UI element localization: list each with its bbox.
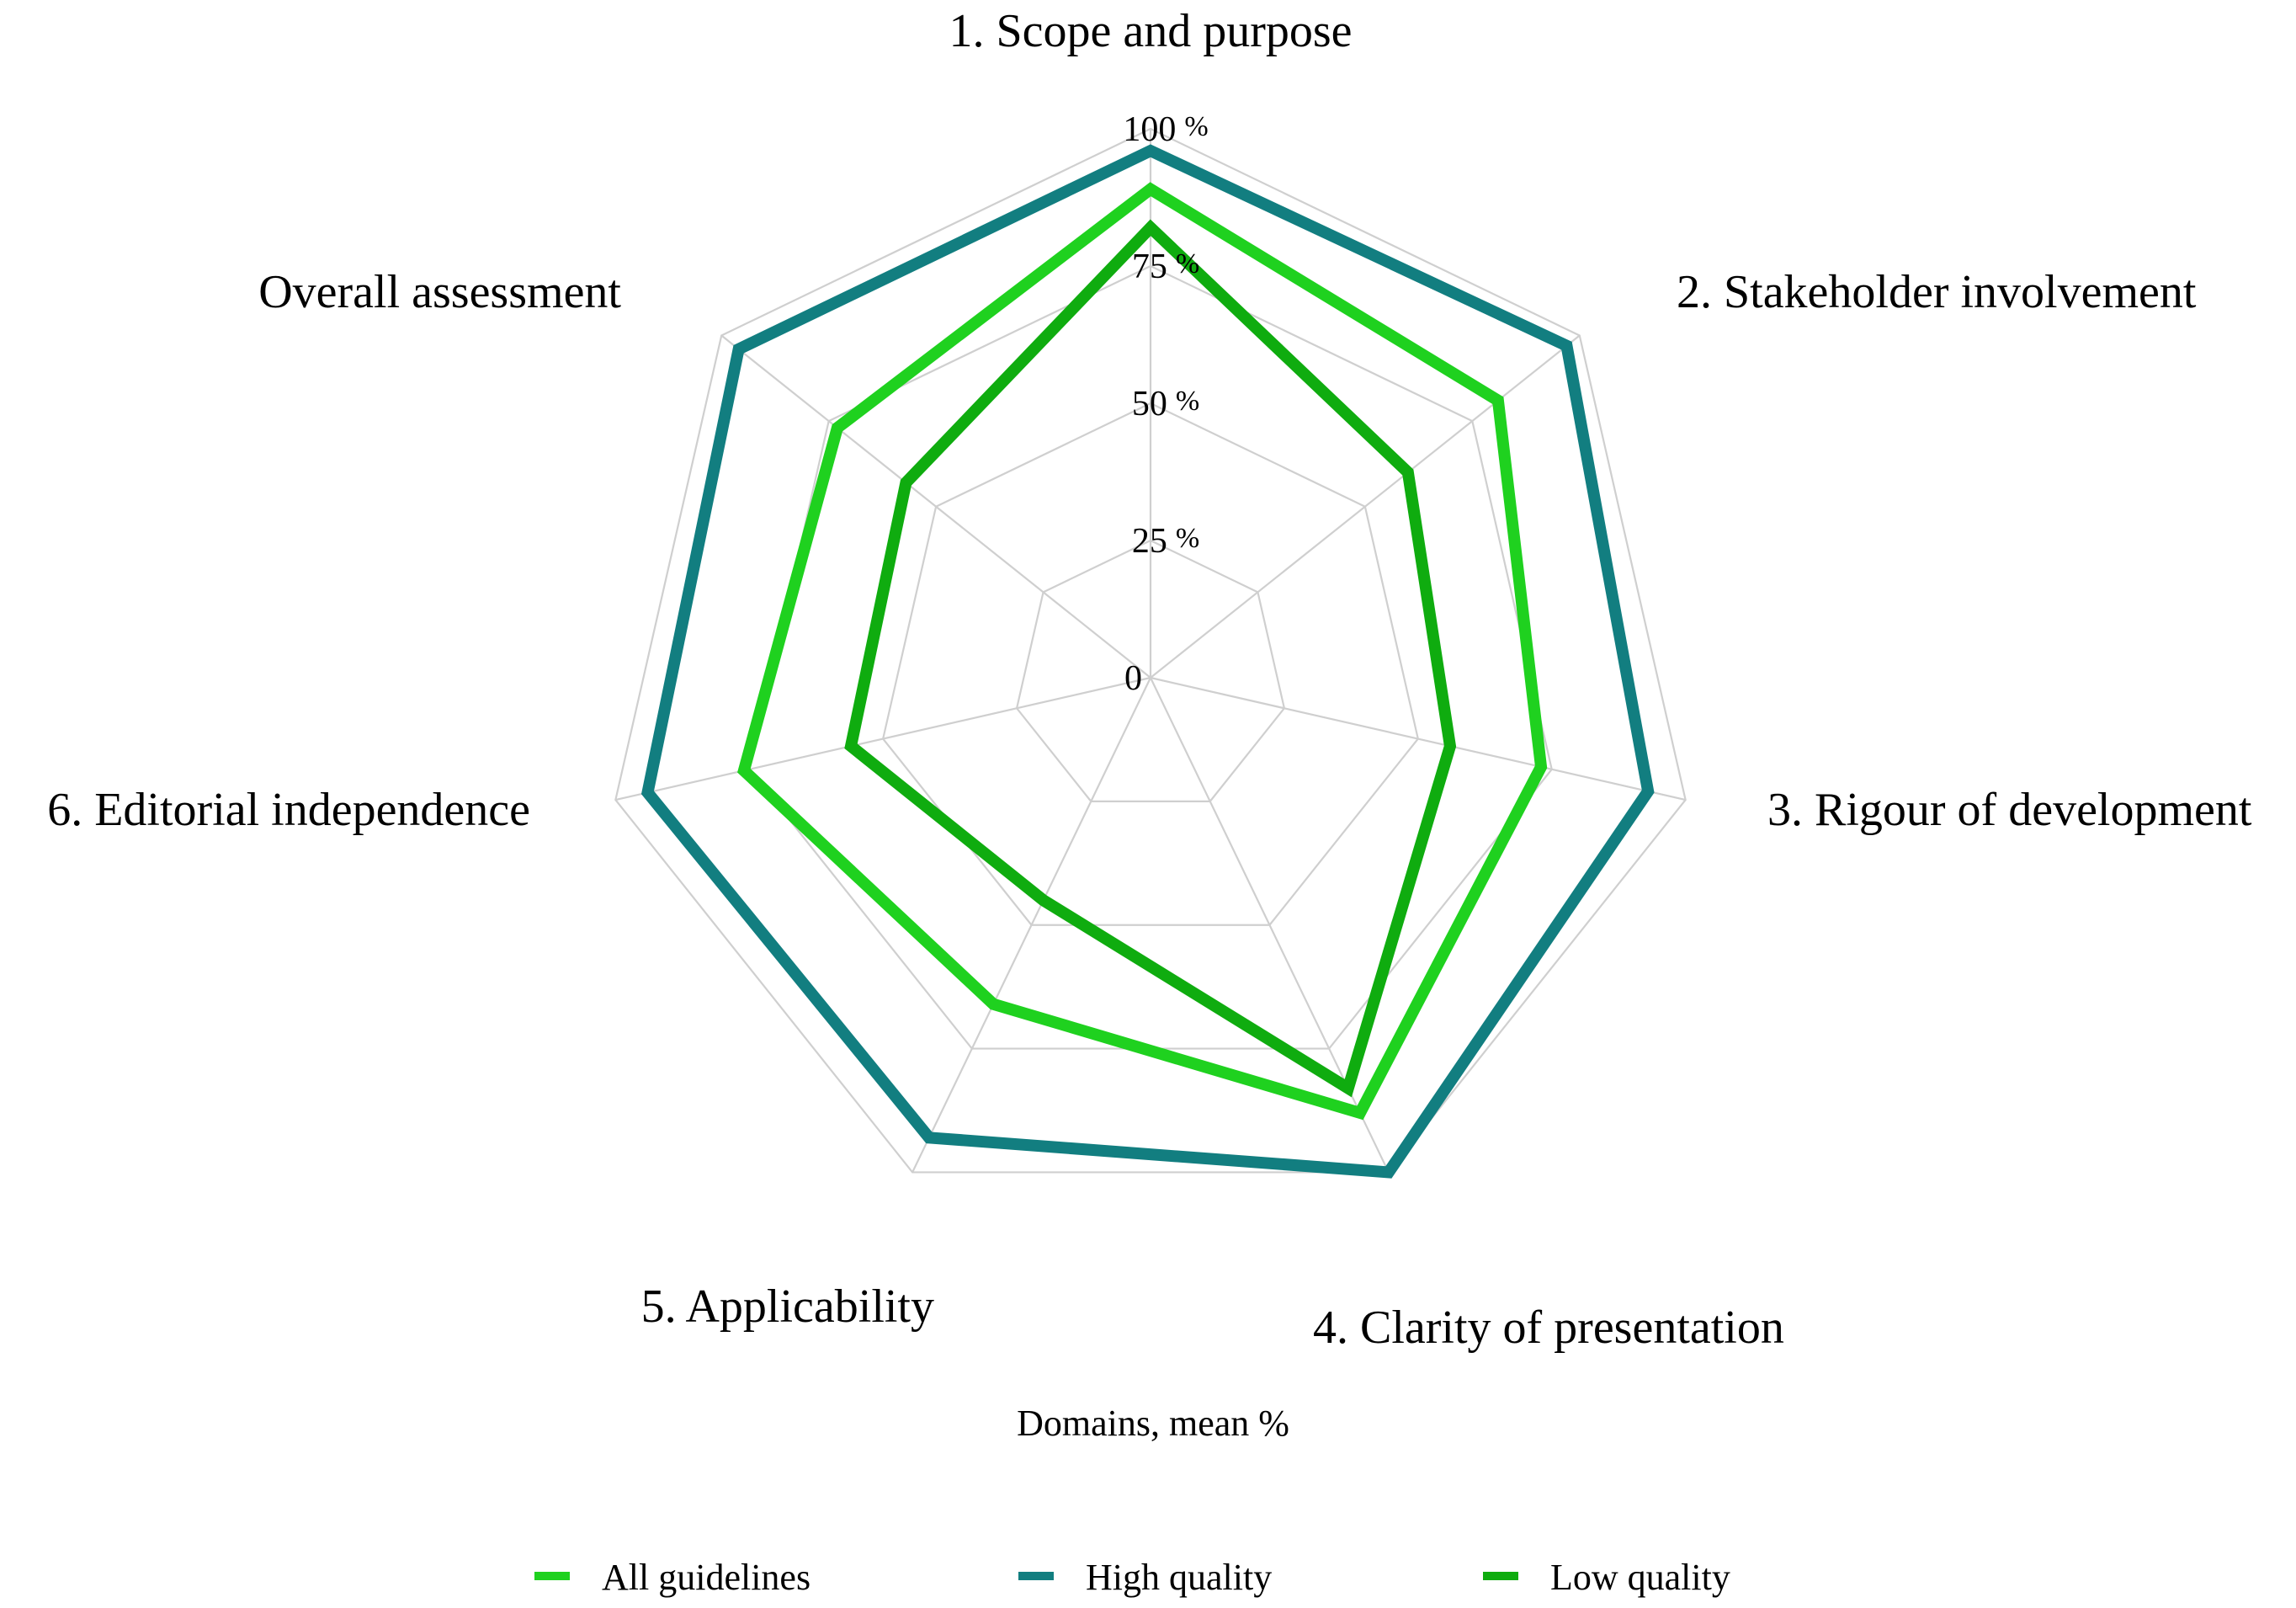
x-axis-label: Domains, mean % — [1017, 1403, 1289, 1444]
category-label: 5. Applicability — [641, 1281, 934, 1333]
grid-ring-2 — [881, 402, 1420, 926]
radial-tick-labels: 0 25% 50% 75% 100% — [1123, 110, 1208, 698]
category-label: 6. Editorial independence — [47, 784, 530, 836]
series-line-1 — [640, 144, 1655, 1179]
series-line-2 — [844, 219, 1457, 1098]
category-label: 1. Scope and purpose — [949, 5, 1352, 57]
grid-ring-1 — [1015, 539, 1286, 802]
tick-label: 0 — [1124, 659, 1142, 698]
category-label: 4. Clarity of presentation — [1313, 1302, 1784, 1354]
tick-label: 25% — [1132, 522, 1199, 561]
grid-ring-4 — [614, 127, 1687, 1174]
category-label: 2. Stakeholder involvement — [1677, 266, 2197, 318]
grid-spoke-1 — [1150, 334, 1581, 679]
grid-spoke-4 — [911, 677, 1151, 1173]
category-labels: 1. Scope and purpose 2. Stakeholder invol… — [47, 5, 2252, 1354]
legend-label-2: Low quality — [1550, 1557, 1730, 1598]
legend-label-1: High quality — [1086, 1557, 1272, 1598]
tick-label: 75% — [1132, 248, 1199, 286]
tick-label: 50% — [1132, 385, 1199, 423]
grid-spoke-5 — [615, 676, 1151, 801]
radar-series — [640, 144, 1655, 1179]
legend: All guidelines High quality Low quality — [534, 1557, 1730, 1598]
grid-spoke-6 — [720, 334, 1151, 679]
legend-label-0: All guidelines — [602, 1557, 811, 1598]
tick-label: 100% — [1123, 110, 1208, 149]
category-label: Overall assessment — [258, 266, 621, 318]
category-label: 3. Rigour of development — [1767, 784, 2252, 836]
series-line-0 — [737, 182, 1548, 1121]
grid-spoke-2 — [1150, 676, 1686, 801]
